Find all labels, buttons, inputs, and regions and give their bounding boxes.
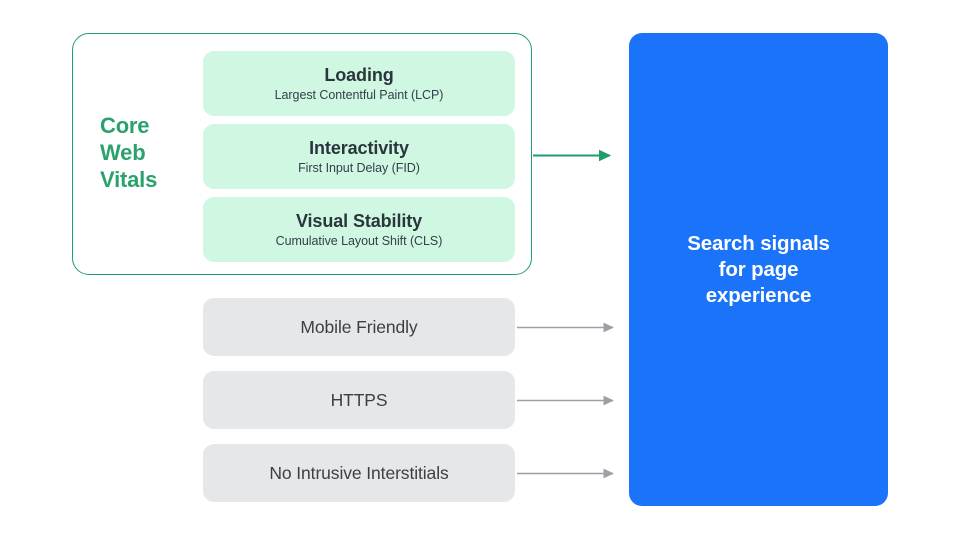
vital-subtitle: Cumulative Layout Shift (CLS) [275,233,443,248]
search-signals-panel[interactable]: Search signals for page experience [629,33,888,506]
signal-card-https[interactable]: HTTPS [203,371,515,429]
vital-card-interactivity[interactable]: Interactivity First Input Delay (FID) [203,124,515,189]
vital-title: Visual Stability [295,210,423,231]
signal-label: Mobile Friendly [300,316,418,337]
vital-subtitle: First Input Delay (FID) [298,160,420,175]
signal-label: No Intrusive Interstitials [269,462,449,483]
core-web-vitals-label-line-1: Core [100,113,150,138]
signal-card-no-intrusive-interstitials[interactable]: No Intrusive Interstitials [203,444,515,502]
vital-card-loading[interactable]: Loading Largest Contentful Paint (LCP) [203,51,515,116]
core-web-vitals-group-label: Core Web Vitals [100,112,186,193]
vital-card-visual-stability[interactable]: Visual Stability Cumulative Layout Shift… [203,197,515,262]
signal-label: HTTPS [330,389,388,410]
vital-title: Loading [324,64,394,85]
search-signals-panel-text: Search signals for page experience [687,231,830,307]
signal-card-mobile-friendly[interactable]: Mobile Friendly [203,298,515,356]
core-web-vitals-label-line-3: Vitals [100,167,158,192]
vital-subtitle: Largest Contentful Paint (LCP) [274,87,444,102]
core-web-vitals-label-line-2: Web [100,140,146,165]
vital-title: Interactivity [309,137,409,158]
